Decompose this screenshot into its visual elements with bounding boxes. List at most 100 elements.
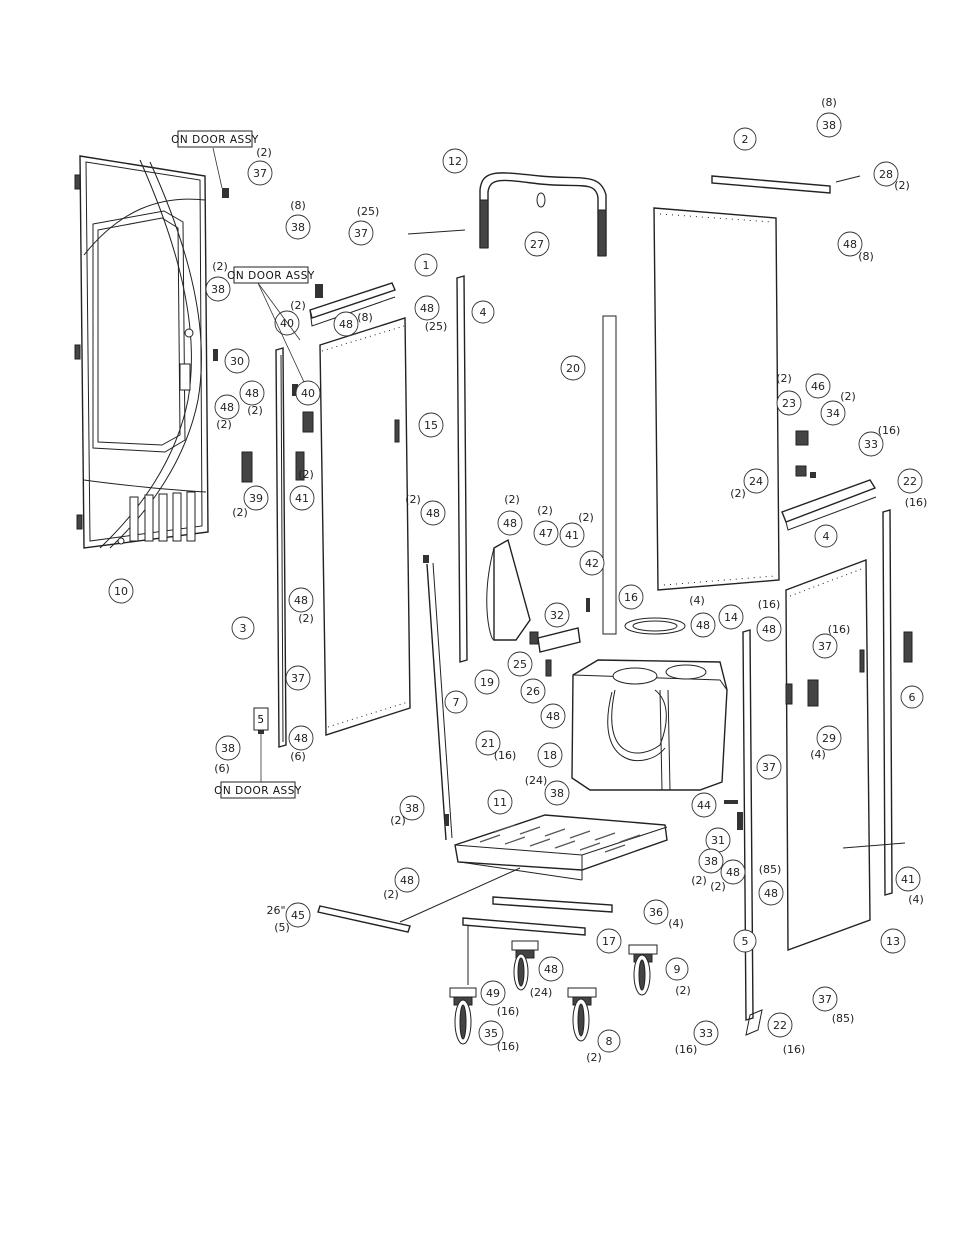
callout-quantity: (16) — [905, 496, 928, 509]
callout-16: 16 — [618, 584, 644, 610]
callout-quantity: (16) — [497, 1005, 520, 1018]
callout-48: 48 — [540, 703, 566, 729]
callout-38: 38(2) — [691, 848, 724, 887]
callout-number: 48 — [420, 302, 434, 315]
front-door-panel — [74, 155, 209, 549]
callout-number: 48 — [544, 963, 558, 976]
callout-circle — [880, 928, 906, 954]
callout-quantity: (2) — [390, 814, 406, 827]
callout-46: 46 — [805, 373, 831, 399]
callout-circle — [475, 730, 501, 756]
callout-number: 5 — [742, 935, 749, 948]
callout-36: 36(4) — [643, 899, 684, 930]
callout-35: 35(16) — [478, 1020, 519, 1053]
callout-circle — [285, 902, 311, 928]
callout-circle — [480, 980, 506, 1006]
callout-number: 14 — [724, 611, 738, 624]
callout-number: 26 — [526, 685, 540, 698]
callout-number: 49 — [486, 987, 500, 1000]
callout-number: 23 — [782, 397, 796, 410]
callout-circle — [538, 956, 564, 982]
callout-circle — [820, 400, 846, 426]
callout-quantity: (4) — [689, 594, 705, 607]
callout-number: 38 — [405, 802, 419, 815]
callout-15: 15 — [418, 412, 444, 438]
callout-number: 48 — [220, 401, 234, 414]
callout-number: 48 — [696, 619, 710, 632]
callout-number: 31 — [711, 834, 725, 847]
callout-number: 17 — [602, 935, 616, 948]
callout-38: 38(6) — [214, 735, 241, 775]
callout-number: 6 — [909, 691, 916, 704]
callout-quantity: (24) — [525, 774, 548, 787]
callout-number: 8 — [606, 1035, 613, 1048]
callout-38: 38(24) — [525, 774, 570, 806]
callout-quantity: (2) — [840, 390, 856, 403]
callout-20: 20 — [560, 355, 586, 381]
callout-circle — [897, 468, 923, 494]
callout-circle — [805, 373, 831, 399]
callout-number: 48 — [764, 887, 778, 900]
callout-number: 36 — [649, 906, 663, 919]
callout-circle — [243, 485, 269, 511]
callout-quantity: (24) — [530, 986, 553, 999]
callout-number: 11 — [493, 796, 507, 809]
callout-quantity: (4) — [908, 893, 924, 906]
callout-4: 4 — [471, 300, 495, 324]
callout-number: 48 — [245, 387, 259, 400]
callout-18: 18 — [537, 742, 563, 768]
callout-circle — [698, 848, 724, 874]
callout-48: 48(2) — [383, 867, 420, 901]
callout-quantity: (6) — [290, 750, 306, 763]
callout-26: 26 — [520, 678, 546, 704]
callout-number: 27 — [530, 238, 544, 251]
callout-circle — [285, 665, 311, 691]
callout-circle — [289, 485, 315, 511]
callout-circle — [215, 735, 241, 761]
callout-number: 48 — [339, 318, 353, 331]
callout-number: 39 — [249, 492, 263, 505]
callout-number: 38 — [550, 787, 564, 800]
callout-number: 38 — [704, 855, 718, 868]
label-leaders — [212, 147, 305, 782]
callout-48: 48 (85) — [758, 863, 784, 906]
assembly-label: ON DOOR ASSY — [171, 130, 258, 148]
callout-number: 18 — [543, 749, 557, 762]
callout-48: 48(16) — [756, 598, 782, 642]
callout-circle — [414, 295, 440, 321]
callout-number: 19 — [480, 676, 494, 689]
callout-38: 38(2) — [205, 260, 231, 302]
callout-circle — [524, 231, 550, 257]
callout-quantity: (85) — [759, 863, 782, 876]
callout-31: 31 — [705, 827, 731, 853]
callout-quantity: (4) — [810, 748, 826, 761]
assembly-label-text: 5 — [257, 714, 264, 726]
callout-circle — [487, 789, 513, 815]
callout-37: 37(85) — [812, 986, 854, 1025]
callout-13: 13 — [880, 928, 906, 954]
callout-27: 27 — [524, 231, 550, 257]
callout-quantity: (2) — [730, 487, 746, 500]
callout-48: 48(8) — [837, 231, 874, 263]
callout-number: 33 — [864, 438, 878, 451]
callout-number: 15 — [424, 419, 438, 432]
callout-number: 48 — [294, 732, 308, 745]
callout-number: 24 — [749, 475, 763, 488]
callout-circle — [544, 602, 570, 628]
callout-quantity: (2) — [894, 179, 910, 192]
callout-number: 22 — [773, 1019, 787, 1032]
callout-number: 4 — [823, 530, 830, 543]
callout-number: 38 — [221, 742, 235, 755]
callout-41: 41(2) — [559, 511, 594, 548]
callout-number: 37 — [253, 167, 267, 180]
callout-29: 29(4) — [810, 725, 842, 761]
callout-9: 9(2) — [665, 957, 691, 997]
caster-group — [449, 940, 658, 1045]
callout-number: 34 — [826, 407, 840, 420]
tank — [571, 659, 728, 791]
callout-quantity: (8) — [290, 199, 306, 212]
callout-number: 48 — [294, 594, 308, 607]
callout-number: 47 — [539, 527, 553, 540]
callout-circle — [837, 231, 863, 257]
callout-number: 48 — [843, 238, 857, 251]
